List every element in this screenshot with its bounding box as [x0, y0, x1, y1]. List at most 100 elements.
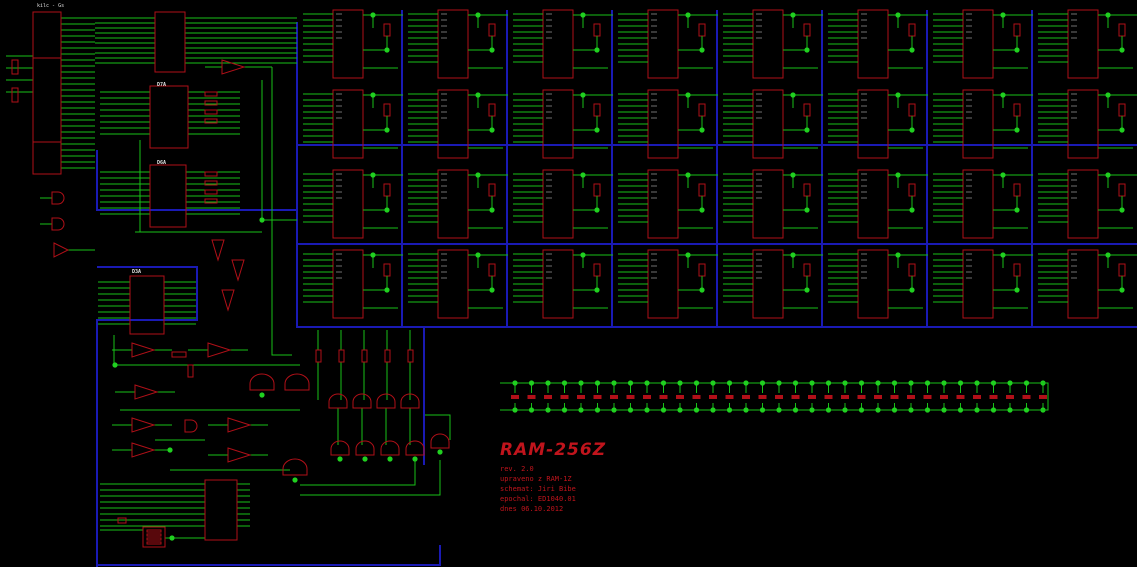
junction: [790, 92, 796, 98]
decoupling-capacitor: [659, 395, 668, 399]
junction: [895, 172, 901, 178]
title-line-epochal: epochal: ED1040.01: [500, 495, 576, 503]
junction: [370, 172, 376, 178]
junction: [743, 380, 749, 386]
pullup-resistor: [803, 103, 811, 117]
connector-label: kilc - Gs: [37, 3, 65, 9]
junction: [644, 380, 650, 386]
junction: [1105, 252, 1111, 258]
pullup-resistor: [383, 103, 391, 117]
junction: [578, 407, 584, 413]
junction: [990, 407, 997, 413]
junction: [1014, 127, 1020, 133]
and-gate: [51, 191, 65, 205]
pullup-resistor: [383, 23, 391, 37]
decoupling-capacitor: [544, 395, 552, 399]
junction: [842, 380, 848, 386]
junction: [790, 172, 796, 178]
junction: [1105, 172, 1111, 178]
junction: [908, 407, 914, 413]
pullup-resistor: [383, 263, 391, 277]
junction: [580, 252, 586, 258]
pullup-resistor: [908, 103, 916, 117]
junction: [580, 172, 586, 178]
decoupling-capacitor: [758, 395, 767, 399]
title-line-revision: rev. 2.0: [500, 465, 534, 473]
junction: [594, 287, 600, 293]
pullup-resistor: [361, 349, 368, 363]
junction: [776, 407, 782, 413]
junction: [909, 47, 915, 53]
dip-switch-lever: [146, 537, 162, 541]
decoupling-capacitor: [709, 395, 717, 399]
nand-gate: [330, 440, 350, 456]
junction: [909, 127, 915, 133]
junction: [825, 380, 832, 386]
junction: [1000, 92, 1006, 98]
decoupling-capacitor: [956, 395, 965, 399]
junction: [594, 380, 601, 386]
title-line-derived: upraveno z RAM-1Z: [500, 475, 572, 483]
junction: [1119, 127, 1125, 133]
junction: [699, 127, 705, 133]
junction: [825, 407, 832, 413]
junction: [875, 407, 881, 413]
junction: [790, 252, 796, 258]
junction: [1119, 207, 1125, 213]
junction: [169, 535, 175, 541]
junction: [858, 407, 865, 413]
resistor: [187, 364, 194, 378]
pullup-resistor: [384, 349, 391, 363]
junction: [693, 380, 700, 386]
junction: [804, 127, 810, 133]
decoupling-capacitor: [923, 395, 932, 399]
pullup-resistor: [593, 263, 601, 277]
pullup-resistor: [1013, 103, 1021, 117]
junction: [362, 456, 368, 462]
junction: [489, 47, 495, 53]
junction: [710, 380, 716, 386]
junction: [895, 12, 901, 18]
pullup-resistor: [698, 263, 706, 277]
junction: [259, 392, 265, 398]
series-resistor: [204, 189, 218, 195]
junction: [895, 252, 901, 258]
vertical-buffer: [211, 239, 225, 262]
vertical-buffer: [221, 289, 235, 312]
decoupling-capacitor: [791, 395, 800, 399]
junction: [710, 407, 716, 413]
nand-gate: [376, 393, 396, 409]
junction: [685, 252, 691, 258]
pullup-resistor: [908, 183, 916, 197]
pullup-resistor: [1013, 183, 1021, 197]
junction: [370, 12, 376, 18]
decoupling-capacitor: [593, 395, 602, 399]
junction: [974, 407, 980, 413]
title-line-date: dnes 06.10.2012: [500, 505, 564, 513]
decoupling-capacitor: [511, 395, 519, 399]
series-resistor: [204, 100, 218, 106]
pullup-resistor: [908, 23, 916, 37]
pullup-resistor: [698, 23, 706, 37]
junction: [1119, 47, 1125, 53]
decoupling-capacitor: [874, 395, 882, 399]
resistor: [11, 87, 19, 103]
schematic-title: RAM-256Z: [500, 440, 607, 460]
pullup-resistor: [593, 103, 601, 117]
junction: [489, 287, 495, 293]
junction: [776, 380, 782, 386]
junction: [475, 252, 481, 258]
series-resistor: [204, 180, 218, 186]
dip-switch-lever: [146, 541, 162, 545]
junction: [693, 407, 700, 413]
junction: [759, 407, 766, 413]
chip-label-d3a: D3A: [132, 269, 142, 275]
wire: [271, 67, 292, 356]
junction: [792, 407, 799, 413]
junction: [804, 207, 810, 213]
bottom-bus: [97, 545, 441, 566]
decoupling-capacitor-row: [500, 380, 1049, 413]
series-resistor: [204, 198, 218, 204]
chip-label-d7a: D7A: [157, 82, 167, 88]
control-ic: [204, 479, 238, 541]
